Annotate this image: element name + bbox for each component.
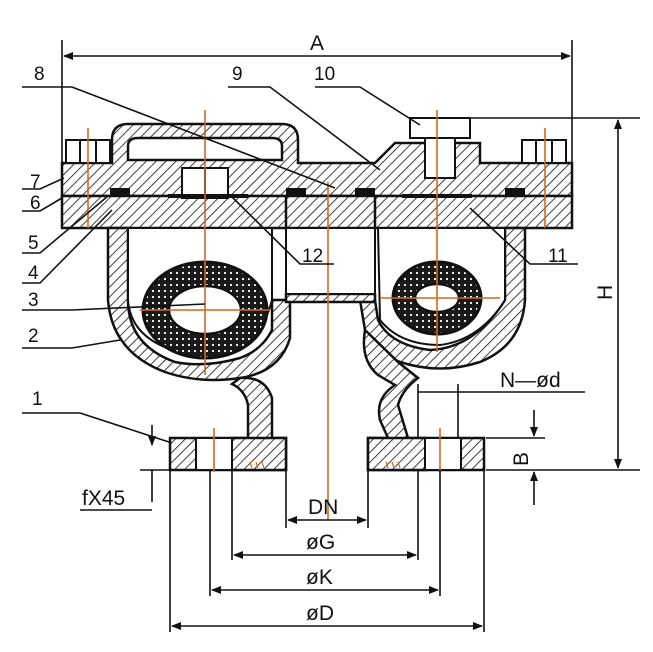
part-label: 9 — [232, 64, 243, 85]
dimension-labels: A H N—ød B fX45 DN øG øK øD — [82, 32, 617, 625]
part-label: 10 — [314, 64, 335, 85]
float-link-bar — [284, 292, 377, 304]
dim-label-og: øG — [306, 531, 335, 554]
right-bolt-nut — [521, 139, 567, 164]
part-label: 6 — [30, 193, 41, 214]
part-label: 11 — [548, 246, 568, 267]
dim-label-dn: DN — [308, 496, 338, 519]
part-label: 12 — [302, 246, 323, 267]
dim-label-b: B — [510, 452, 533, 466]
leader-lines — [22, 86, 578, 444]
part-label: 3 — [28, 290, 39, 311]
dim-label-h: H — [594, 285, 617, 300]
cover-bolts — [65, 117, 567, 199]
dim-label-od: øD — [306, 602, 334, 625]
center-partition — [284, 194, 377, 230]
right-inlet-leg — [362, 327, 427, 472]
dim-label-a: A — [310, 32, 324, 55]
centerlines — [87, 110, 546, 520]
part-label: 4 — [28, 263, 39, 284]
part-label: 7 — [30, 172, 41, 193]
part-labels: 1 2 3 4 5 6 7 8 9 10 11 12 — [28, 64, 568, 410]
top-vent-nut — [409, 117, 471, 139]
dim-label-chamfer: fX45 — [82, 487, 125, 510]
part-label: 5 — [28, 233, 39, 254]
part-label: 1 — [32, 389, 43, 410]
dimension-lines — [61, 40, 640, 632]
top-vent-stem — [424, 137, 456, 179]
dim-label-n-od: N—ød — [500, 369, 561, 392]
dim-label-ok: øK — [306, 566, 333, 589]
part-label: 2 — [28, 326, 39, 347]
part-label: 8 — [34, 64, 45, 85]
weld-marks — [249, 461, 401, 469]
